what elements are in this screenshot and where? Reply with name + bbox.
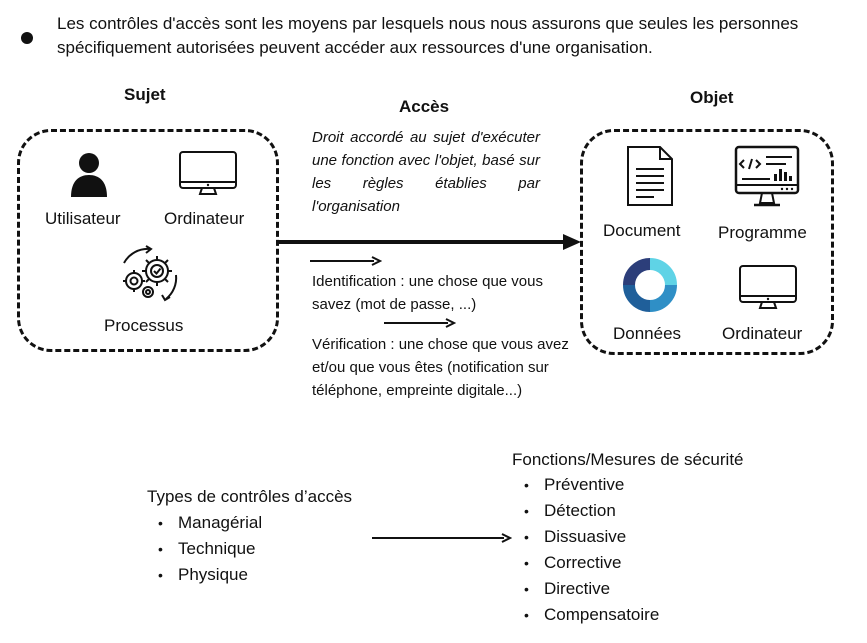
object-label-document: Document xyxy=(603,221,681,240)
list-item: Technique xyxy=(146,536,262,562)
list-item: Compensatoire xyxy=(512,602,659,628)
control-types-title: Types de contrôles d’accès xyxy=(147,487,353,506)
control-types-list: Managérial Technique Physique xyxy=(146,510,262,588)
list-item: Physique xyxy=(146,562,262,588)
donut-segment xyxy=(649,258,677,286)
subject-title: Sujet xyxy=(124,85,166,104)
main-arrow xyxy=(279,234,581,250)
monitor-icon xyxy=(179,151,237,195)
subject-label-computer: Ordinateur xyxy=(164,209,245,228)
subject-label-process: Processus xyxy=(104,316,184,335)
object-label-computer: Ordinateur xyxy=(722,324,803,343)
list-item: Préventive xyxy=(512,472,659,498)
access-title: Accès xyxy=(399,97,450,116)
donut-data-icon xyxy=(623,258,677,312)
identification-arrow xyxy=(310,256,382,266)
list-item: Détection xyxy=(512,498,659,524)
bullet-dot xyxy=(21,32,33,44)
subject-label-user: Utilisateur xyxy=(45,209,121,228)
verification-text: Vérification : une chose que vous avez e… xyxy=(312,336,569,399)
gears-cycle-icon xyxy=(123,245,178,302)
access-description: Droit accordé au sujet d'exécuter une fo… xyxy=(312,129,540,215)
list-item: Dissuasive xyxy=(512,524,659,550)
object-label-data: Données xyxy=(613,324,682,343)
verification-arrow xyxy=(384,318,456,328)
list-item: Directive xyxy=(512,576,659,602)
monitor-icon xyxy=(739,265,797,309)
object-label-program: Programme xyxy=(718,223,807,242)
program-monitor-icon xyxy=(734,145,800,207)
object-title: Objet xyxy=(690,88,734,107)
identification-text: Identification : une chose que vous save… xyxy=(312,273,543,313)
subject-box xyxy=(17,129,279,352)
list-item: Managérial xyxy=(146,510,262,536)
donut-segment xyxy=(623,284,651,312)
functions-list: Préventive Détection Dissuasive Correcti… xyxy=(512,472,659,628)
intro-text: Les contrôles d'accès sont les moyens pa… xyxy=(57,14,799,57)
document-icon xyxy=(627,146,673,206)
list-item: Corrective xyxy=(512,550,659,576)
types-to-functions-arrow xyxy=(372,533,512,543)
user-icon xyxy=(71,153,107,197)
donut-segment xyxy=(623,258,651,286)
object-box xyxy=(580,129,834,355)
functions-title: Fonctions/Mesures de sécurité xyxy=(512,450,744,469)
donut-segment xyxy=(649,284,677,312)
